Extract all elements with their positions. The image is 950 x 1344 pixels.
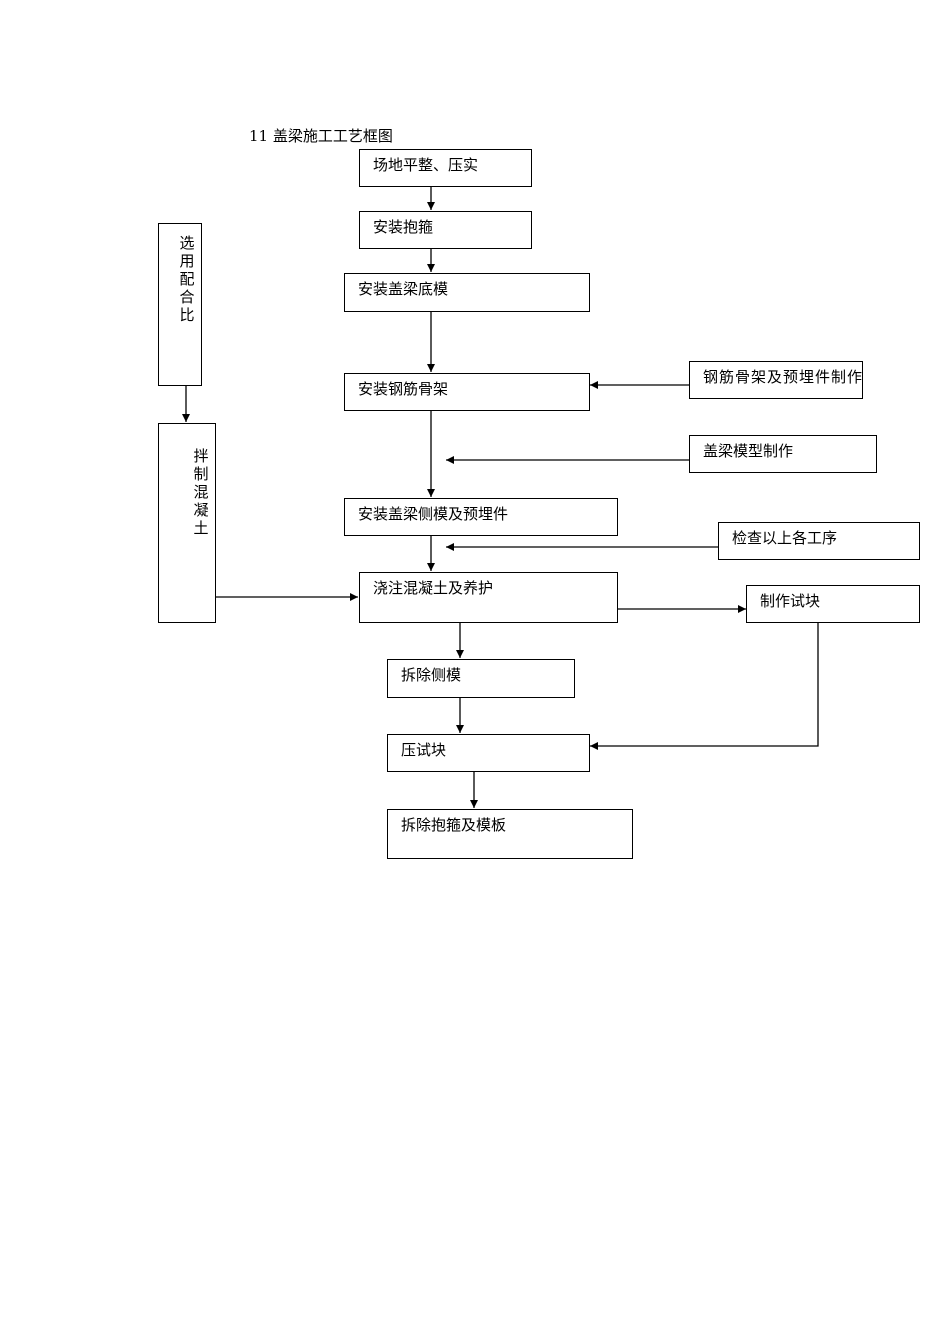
step-install-side-form: 安装盖梁侧模及预埋件 — [344, 498, 618, 536]
side-step-mix-concrete: 拌制混凝土 — [158, 423, 216, 623]
step-remove-hoop-and-form: 拆除抱箍及模板 — [387, 809, 633, 859]
side-step-mix-concrete-label: 拌制混凝土 — [193, 447, 209, 537]
step-install-rebar-cage: 安装钢筋骨架 — [344, 373, 590, 411]
step-remove-side-form-label: 拆除侧模 — [401, 666, 462, 684]
arrow-test-block-to-press — [590, 622, 819, 750]
step-install-side-form-label: 安装盖梁侧模及预埋件 — [358, 505, 509, 523]
side-step-cap-mold-fabrication-label: 盖梁模型制作 — [703, 442, 794, 460]
side-step-select-mix: 选用配合比 — [158, 223, 202, 386]
step-install-bottom-form-label: 安装盖梁底模 — [358, 280, 449, 298]
step-pour-concrete-label: 浇注混凝土及养护 — [373, 579, 494, 597]
diagram-title: 11 盖梁施工工艺框图 — [249, 127, 393, 145]
step-site-leveling-label: 场地平整、压实 — [373, 156, 479, 174]
side-step-make-test-block-label: 制作试块 — [760, 592, 821, 610]
step-press-test-block-label: 压试块 — [401, 741, 447, 759]
step-install-hoop: 安装抱箍 — [359, 211, 532, 249]
step-install-hoop-label: 安装抱箍 — [373, 218, 434, 236]
side-step-select-mix-label: 选用配合比 — [179, 234, 195, 324]
side-step-rebar-fabrication: 钢筋骨架及预埋件制作 — [689, 361, 863, 399]
step-pour-concrete: 浇注混凝土及养护 — [359, 572, 618, 623]
step-remove-side-form: 拆除侧模 — [387, 659, 575, 698]
step-site-leveling: 场地平整、压实 — [359, 149, 532, 187]
step-press-test-block: 压试块 — [387, 734, 590, 772]
step-install-rebar-cage-label: 安装钢筋骨架 — [358, 380, 449, 398]
step-remove-hoop-and-form-label: 拆除抱箍及模板 — [401, 816, 507, 834]
step-install-bottom-form: 安装盖梁底模 — [344, 273, 590, 312]
side-step-make-test-block: 制作试块 — [746, 585, 920, 623]
side-step-inspect-procedures: 检查以上各工序 — [718, 522, 920, 560]
side-step-cap-mold-fabrication: 盖梁模型制作 — [689, 435, 877, 473]
side-step-rebar-fabrication-label: 钢筋骨架及预埋件制作 — [703, 368, 863, 386]
side-step-inspect-procedures-label: 检查以上各工序 — [732, 529, 838, 547]
